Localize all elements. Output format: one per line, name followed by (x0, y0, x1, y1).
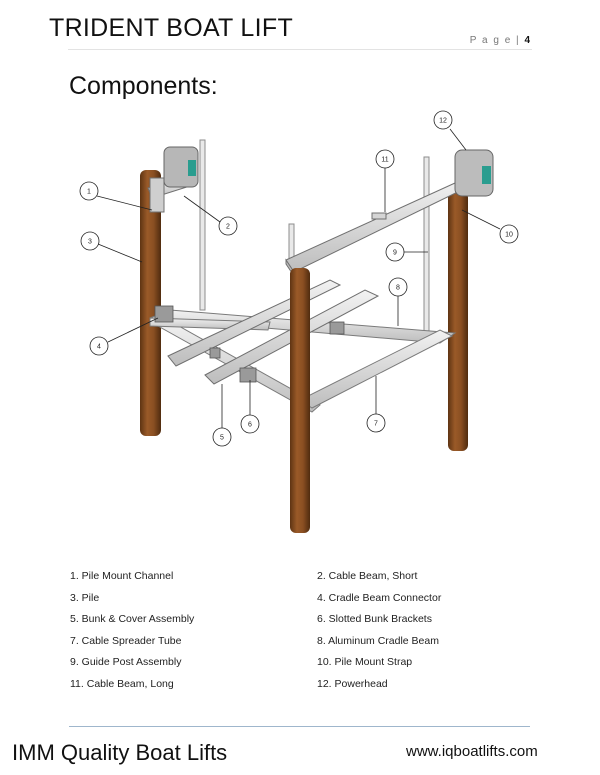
callout-1: 1 (79, 181, 99, 201)
bunk-brackets (154, 305, 345, 383)
svg-text:6: 6 (248, 422, 252, 429)
component-item: 3. Pile (70, 591, 100, 604)
callout-markers: 1 2 3 4 5 6 7 8 9 10 11 12 (79, 110, 519, 447)
page-label: P a g e | (469, 35, 521, 46)
callout-8: 8 (388, 277, 408, 297)
powerhead-right (454, 149, 494, 197)
leader-lines (96, 128, 501, 428)
svg-text:5: 5 (220, 435, 224, 442)
pile-front (290, 268, 310, 533)
component-item: 8. Aluminum Cradle Beam (317, 634, 439, 647)
callout-9: 9 (385, 242, 405, 262)
callout-12: 12 (433, 110, 453, 130)
component-item: 1. Pile Mount Channel (70, 570, 174, 582)
component-item: 11. Cable Beam, Long (70, 677, 174, 690)
boat-lift-diagram: 1 2 3 4 5 6 7 8 9 10 11 12 (79, 110, 519, 533)
callout-10: 10 (499, 224, 519, 244)
component-item: 5. Bunk & Cover Assembly (70, 613, 195, 626)
callout-3: 3 (80, 231, 100, 251)
header-rule (68, 49, 532, 50)
guide-posts (199, 139, 430, 338)
pile-back-left (140, 170, 161, 436)
header-title: TRIDENT BOAT LIFT (49, 14, 294, 42)
component-item: 7. Cable Spreader Tube (70, 634, 182, 647)
page-number: P a g e | 4 (470, 35, 530, 46)
components-list: 1. Pile Mount Channel 2. Cable Beam, Sho… (70, 566, 490, 696)
component-item: 2. Cable Beam, Short (317, 570, 418, 582)
page-number-value: 4 (524, 35, 530, 46)
svg-text:3: 3 (88, 239, 92, 246)
callout-2: 2 (218, 216, 238, 236)
component-item: 12. Powerhead (317, 677, 388, 690)
svg-text:11: 11 (381, 157, 388, 164)
section-title: Components: (69, 72, 218, 100)
footer-rule (69, 726, 530, 727)
callout-6: 6 (240, 414, 260, 434)
footer-website: www.iqboatlifts.com (406, 743, 538, 760)
svg-text:2: 2 (226, 224, 230, 231)
component-item: 4. Cradle Beam Connector (317, 591, 442, 604)
component-item: 6. Slotted Bunk Brackets (317, 613, 432, 626)
svg-text:12: 12 (439, 118, 447, 125)
component-item: 10. Pile Mount Strap (317, 656, 413, 669)
pile-back-right (448, 192, 468, 451)
callout-4: 4 (89, 336, 109, 356)
svg-text:7: 7 (374, 421, 378, 428)
svg-text:1: 1 (87, 189, 91, 196)
svg-text:8: 8 (396, 285, 400, 292)
footer-company: IMM Quality Boat Lifts (12, 740, 228, 765)
cable-beam-long (285, 177, 475, 278)
callout-11: 11 (375, 149, 395, 169)
svg-text:9: 9 (393, 250, 397, 257)
svg-text:10: 10 (505, 232, 513, 239)
svg-text:4: 4 (97, 344, 101, 351)
component-item: 9. Guide Post Assembly (70, 656, 182, 669)
callout-5: 5 (212, 427, 232, 447)
callout-7: 7 (366, 413, 386, 433)
powerhead-left (163, 146, 199, 188)
